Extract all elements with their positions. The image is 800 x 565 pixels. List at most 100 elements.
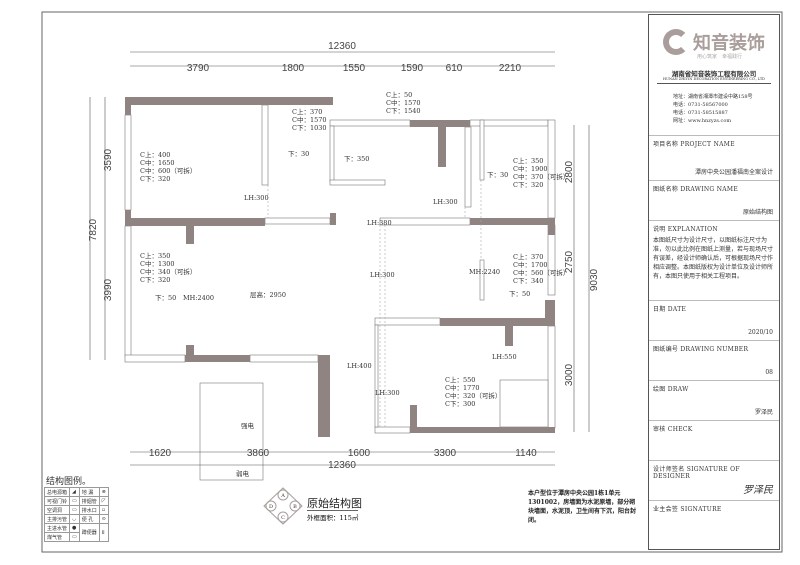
room-spec: C中：340（可拆） bbox=[140, 267, 196, 276]
compass-letters: A B C D bbox=[269, 493, 297, 521]
legend-item: 排水口 bbox=[78, 505, 100, 515]
website: 网址：www.hnzyzs.com bbox=[673, 118, 732, 124]
floor-drain-icon: ⊗ bbox=[98, 487, 109, 497]
company-name: 湖南省知音装饰工程有限公司 bbox=[671, 70, 757, 78]
dim-right-total: 9030 bbox=[589, 268, 600, 291]
legend-item: 总电源箱 bbox=[43, 487, 71, 497]
dim-bottom-total: 12360 bbox=[328, 460, 356, 471]
dim-top: 2210 bbox=[499, 63, 522, 74]
drawing-label: 图纸名称 DRAWING NAME bbox=[653, 186, 739, 193]
doorbell-icon: ▭ bbox=[69, 496, 80, 506]
dim-bottom: 1620 bbox=[149, 448, 172, 459]
weak-power-label: 弱电 bbox=[236, 469, 250, 478]
project-name: 潭房中央公园潘福南全案设计 bbox=[694, 169, 773, 176]
room-spec: C中：560（可拆） bbox=[513, 268, 569, 277]
smoke-pipe-icon: ◸ bbox=[98, 496, 109, 506]
logo-icon bbox=[663, 29, 689, 55]
plan-label: LH:400 bbox=[347, 362, 372, 370]
address: 地址：湖南省湘潭市建设中路158号 bbox=[673, 94, 753, 100]
brand-name: 知音装饰 bbox=[693, 33, 765, 54]
compass-letter: A bbox=[280, 493, 285, 499]
dim-top: 3790 bbox=[187, 63, 210, 74]
explanation-text: 本图纸尺寸为设计尺寸，以图纸标注尺寸为准，勿以此比例在图纸上测量，若与现场尺寸有… bbox=[653, 237, 774, 280]
room-spec: C上：50 bbox=[386, 90, 412, 99]
legend-title: 结构图例。 bbox=[46, 477, 92, 487]
plan-label: LH:380 bbox=[367, 219, 392, 227]
room-spec: C上：400 bbox=[140, 150, 170, 159]
date-label: 日期 DATE bbox=[653, 306, 687, 313]
strong-power-label: 强电 bbox=[241, 421, 255, 430]
electrical-panel-box bbox=[199, 382, 264, 481]
plan-label: 层高：2950 bbox=[250, 290, 286, 299]
plan-label: 下：30 bbox=[487, 171, 508, 179]
phone: 电话：0731-58567000 bbox=[673, 102, 728, 108]
dim-bottom: 1140 bbox=[515, 448, 537, 459]
room-spec: C中：320（可拆） bbox=[445, 391, 501, 400]
dimension-lines bbox=[89, 51, 590, 466]
room-spec: C中：1700 bbox=[513, 260, 548, 269]
plan-label: 下：350 bbox=[344, 155, 369, 163]
plan-label: 下：30 bbox=[288, 150, 309, 158]
drawing-number-label: 图纸编号 DRAWING NUMBER bbox=[653, 346, 749, 353]
room-spec: C上：370 bbox=[513, 252, 543, 261]
dashed-openings bbox=[267, 180, 482, 427]
plan-title: 原始结构图 bbox=[307, 497, 362, 510]
drawer-name: 罗泽民 bbox=[754, 409, 773, 416]
dim-top: 1550 bbox=[343, 63, 366, 74]
walls-structural bbox=[125, 97, 555, 437]
legend-item: 蹲便器 bbox=[78, 523, 100, 542]
dim-left: 3990 bbox=[103, 278, 114, 301]
sheet-border bbox=[41, 11, 783, 553]
room-spec: C下：300 bbox=[445, 400, 475, 408]
room-spec: C中：1300 bbox=[140, 259, 175, 268]
room-spec: C中：1900 bbox=[513, 164, 548, 173]
room-spec: C下：1540 bbox=[386, 107, 421, 115]
legend-item: 煤气管 bbox=[43, 532, 71, 542]
power-box-icon: ◢ bbox=[69, 487, 80, 497]
check-label: 审核 CHECK bbox=[653, 426, 693, 433]
room-spec: C下：320 bbox=[513, 181, 543, 189]
room-spec: C上：370 bbox=[292, 107, 322, 116]
area-label: 外框面积：115㎡ bbox=[307, 510, 359, 522]
room-spec: C下：320 bbox=[140, 175, 170, 183]
squat-toilet-icon: ⌷ bbox=[98, 523, 109, 542]
dim-right: 2800 bbox=[564, 160, 575, 183]
plan-label: LH:550 bbox=[492, 353, 517, 361]
room-spec: C上：350 bbox=[513, 156, 543, 165]
plan-label: LH:300 bbox=[244, 194, 269, 202]
compass-icon bbox=[263, 487, 303, 525]
company-logo: 知音装饰 用心筑家 幸福践行 湖南省知音装饰工程有限公司 HUNAN ZHIYI… bbox=[649, 15, 779, 135]
contact-info: 地址：湖南省湘潭市建设中路158号 电话：0731-58567000 电话：07… bbox=[673, 93, 753, 125]
legend-item: 可视门铃 bbox=[43, 496, 71, 506]
dim-left-total: 7820 bbox=[88, 218, 99, 241]
legend-item: 主排污管 bbox=[43, 514, 71, 524]
ac-hole-icon: ▭ bbox=[69, 505, 80, 515]
compass-letter: B bbox=[293, 504, 297, 510]
drawing-number: 08 bbox=[765, 369, 773, 376]
gas-pipe-icon: ▭ bbox=[69, 532, 80, 542]
room-spec: C中：600（可拆） bbox=[140, 166, 196, 175]
plan-label: LH:300 bbox=[433, 198, 458, 206]
dim-top: 1590 bbox=[401, 63, 424, 74]
legend-table: 总电源箱◢地 漏⊗ 可视门铃▭排烟管◸ 空调洞▭排水口▫ 主排污管◡便 孔⊙ 主… bbox=[43, 487, 109, 542]
room-spec: C下：1030 bbox=[292, 124, 327, 132]
room-spec: C中：1650 bbox=[140, 158, 175, 167]
sewage-pipe-icon: ◡ bbox=[69, 514, 80, 524]
legend-item: 地 漏 bbox=[78, 487, 100, 497]
room-spec: C上：350 bbox=[140, 251, 170, 260]
dim-right: 3000 bbox=[564, 363, 575, 386]
legend-item: 排烟管 bbox=[78, 496, 100, 506]
explanation-label: 说明 EXPLANATION bbox=[653, 226, 718, 233]
drawing-name: 原始结构图 bbox=[742, 209, 773, 216]
date-value: 2020/10 bbox=[748, 329, 773, 336]
compass-letter: C bbox=[281, 515, 285, 521]
walls-thin bbox=[124, 104, 556, 434]
plan-label: 下：50 bbox=[509, 290, 530, 298]
room-spec: C中：1570 bbox=[292, 115, 327, 124]
room-spec: C中：370（可拆） bbox=[513, 172, 569, 181]
project-label: 项目名称 PROJECT NAME bbox=[653, 141, 735, 148]
room-spec: C上：550 bbox=[445, 375, 475, 384]
legend-item: 便 孔 bbox=[78, 514, 100, 524]
